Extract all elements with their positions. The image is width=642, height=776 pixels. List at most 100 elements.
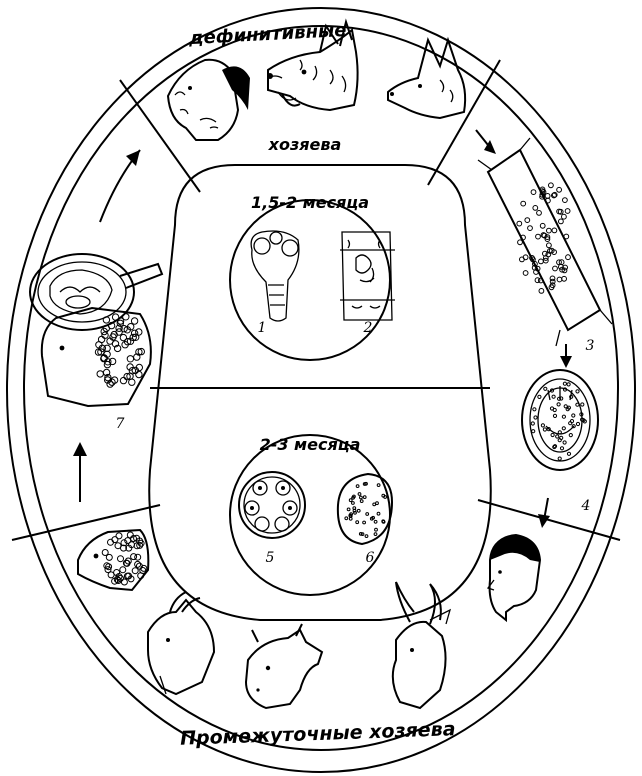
texture-dot	[135, 348, 143, 356]
texture-dot	[381, 520, 386, 524]
texture-dot	[563, 233, 570, 240]
texture-dot	[561, 414, 567, 419]
texture-dot	[579, 412, 584, 417]
texture-dot	[550, 432, 555, 438]
texture-dot	[116, 319, 125, 327]
texture-dot	[520, 200, 527, 207]
texture-dot	[103, 562, 111, 570]
period-bottom-label: 2-3 месяца	[260, 435, 361, 454]
texture-dot	[561, 426, 566, 431]
texture-dot	[530, 189, 537, 196]
texture-dot	[517, 239, 523, 246]
texture-dot	[362, 482, 367, 486]
wolf-head-icon	[267, 18, 359, 112]
definitive-label-bottom: хозяева	[268, 135, 342, 154]
texture-dot	[101, 331, 109, 339]
texture-dot	[355, 520, 360, 525]
texture-dot	[125, 544, 133, 552]
texture-dot	[137, 572, 145, 580]
texture-dot	[533, 415, 538, 420]
dog-head-icon	[166, 58, 250, 141]
texture-dot	[557, 396, 562, 401]
texture-dot	[359, 499, 364, 504]
texture-dot	[566, 451, 572, 456]
texture-dot	[543, 386, 548, 391]
texture-dot	[97, 348, 105, 356]
texture-dot	[542, 427, 548, 432]
texture-dot	[348, 514, 353, 518]
stage-number-2: 2	[363, 320, 373, 336]
texture-dot	[538, 258, 544, 265]
divider-bottom-right	[477, 499, 621, 541]
texture-dot	[105, 553, 113, 561]
texture-dot	[119, 376, 128, 385]
texture-dot	[536, 210, 542, 216]
texture-dot	[107, 538, 114, 546]
texture-dot	[124, 557, 132, 565]
texture-dot	[119, 566, 127, 574]
texture-dot	[134, 553, 142, 561]
texture-dot	[565, 254, 571, 261]
texture-dot	[123, 338, 132, 346]
texture-dot	[546, 242, 552, 249]
texture-dot	[373, 519, 378, 524]
texture-dot	[356, 508, 361, 513]
stage-number-5: 5	[266, 550, 275, 566]
infected-liver-icon	[29, 253, 164, 408]
texture-dot	[556, 259, 562, 266]
texture-dot	[135, 562, 143, 570]
texture-dot	[104, 376, 112, 384]
texture-dot	[123, 326, 132, 334]
texture-dot	[537, 277, 544, 284]
texture-dot	[549, 406, 555, 411]
texture-dot	[130, 535, 137, 542]
divider-top-left	[119, 79, 201, 193]
texture-dot	[556, 208, 562, 215]
texture-dot	[540, 423, 546, 428]
texture-dot	[561, 275, 567, 282]
texture-dot	[352, 494, 356, 499]
texture-dot	[115, 324, 123, 332]
texture-dot	[369, 516, 374, 521]
texture-dot	[562, 264, 568, 271]
texture-dot	[126, 363, 134, 371]
texture-dot	[551, 191, 558, 198]
texture-dot	[104, 566, 112, 574]
texture-dot	[539, 193, 545, 200]
texture-dot	[541, 232, 548, 239]
human-head-icon	[486, 534, 542, 623]
texture-dot	[101, 549, 109, 556]
texture-dot	[111, 577, 119, 585]
texture-dot	[566, 382, 571, 387]
texture-dot	[562, 197, 568, 204]
inner-capsule	[148, 164, 492, 621]
texture-dot	[534, 265, 541, 272]
texture-dot	[569, 394, 574, 399]
texture-dot	[133, 353, 141, 361]
texture-dot	[355, 484, 360, 489]
texture-dot	[548, 182, 554, 189]
texture-dot	[135, 328, 143, 336]
texture-dot	[120, 325, 128, 333]
texture-dot	[546, 427, 551, 432]
texture-dot	[571, 413, 576, 418]
texture-dot	[531, 429, 536, 434]
texture-dot	[115, 532, 123, 540]
texture-dot	[539, 186, 546, 193]
texture-dot	[552, 413, 558, 418]
texture-dot	[351, 501, 355, 505]
texture-dot	[530, 421, 535, 426]
texture-dot	[120, 544, 127, 552]
texture-dot	[94, 348, 103, 356]
texture-dot	[531, 264, 538, 271]
texture-dot	[108, 357, 117, 366]
texture-dot	[104, 373, 112, 382]
texture-dot	[551, 394, 556, 399]
texture-dot	[122, 559, 130, 567]
texture-dot	[133, 542, 141, 550]
texture-dot	[362, 520, 367, 525]
texture-dot	[117, 574, 124, 582]
texture-dot	[545, 251, 552, 258]
texture-dot	[133, 534, 141, 542]
